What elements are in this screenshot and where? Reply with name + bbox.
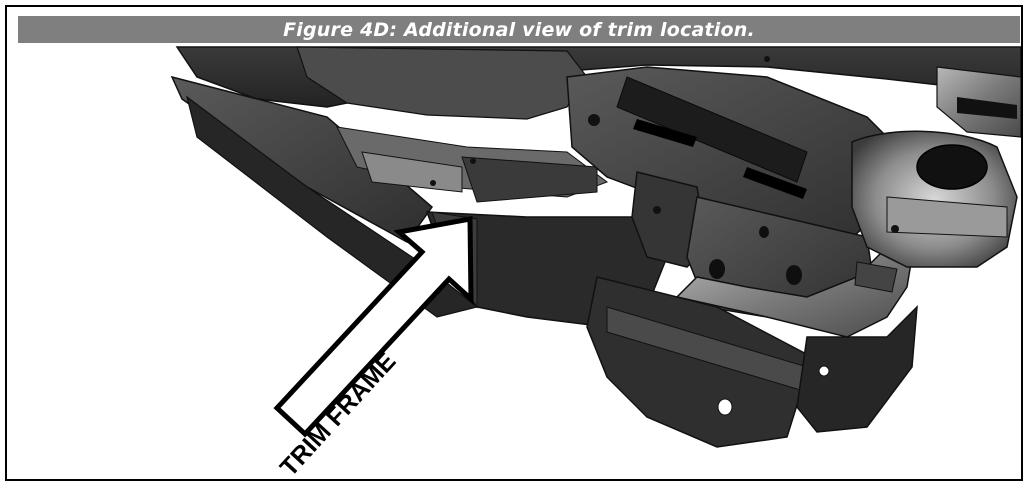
hitch-receiver [675,66,1021,338]
figure-frame: TRIM FRAME Figure 4D: Additional view of… [5,5,1023,481]
cross-member [566,56,908,243]
figure-caption: Figure 4D: Additional view of trim locat… [283,18,755,41]
trim-location-illustration: TRIM FRAME [170,46,1021,479]
bumper-upper-shell [175,46,1021,120]
inner-cavity-brackets [336,126,609,203]
figure-caption-bar: Figure 4D: Additional view of trim locat… [18,16,1020,43]
lower-skid-plates [586,261,918,448]
